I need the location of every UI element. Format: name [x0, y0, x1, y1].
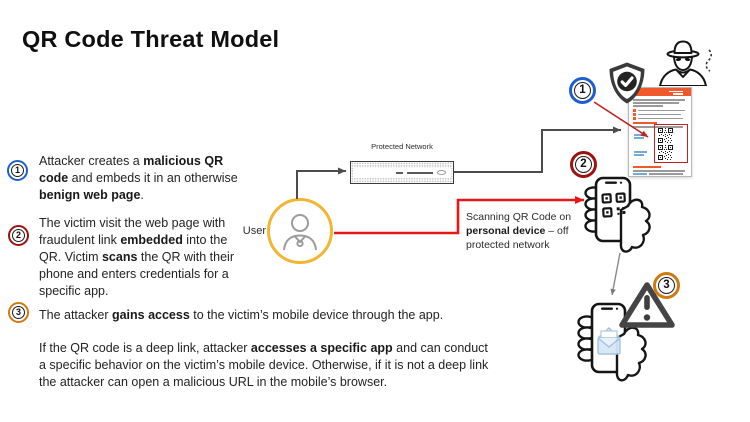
doc-bullet — [633, 109, 636, 112]
doc-link-line — [633, 173, 647, 175]
panel-slot — [407, 171, 433, 174]
step-2-text: The victim visit the web page with fraud… — [39, 216, 235, 298]
step-1-badge: 1 — [7, 160, 28, 181]
doc-link-line — [634, 134, 647, 136]
doc-text-line — [633, 102, 679, 104]
qr-code-icon — [658, 128, 673, 143]
page-title: QR Code Threat Model — [22, 26, 280, 52]
step-2-badge: 2 — [8, 225, 29, 246]
step-1-number: 1 — [11, 164, 24, 177]
arrow-user-to-network — [296, 167, 346, 199]
qr-phone-icon — [584, 176, 651, 253]
doc-text-line — [637, 109, 685, 111]
diagram-badge-1: 1 — [569, 77, 596, 104]
diagram-badge-3: 3 — [653, 272, 680, 299]
doc-text-line — [637, 113, 681, 115]
diagram-badge-3-number: 3 — [658, 277, 675, 294]
doc-header-text-line — [673, 93, 683, 95]
step-3-badge: 3 — [8, 302, 29, 323]
step-2-number: 2 — [12, 229, 25, 242]
closing-line: the attacker can open a malicious URL in… — [39, 375, 388, 389]
closing-paragraph: If the QR code is a deep link, attacker … — [39, 340, 569, 391]
doc-text-line — [637, 117, 683, 119]
firewall-front-panel — [353, 168, 451, 177]
warning-triangle-icon — [619, 282, 675, 328]
qr-code-icon — [601, 192, 626, 218]
doc-link-line — [634, 137, 644, 139]
hacker-icon — [659, 40, 713, 86]
scan-note: Scanning QR Code on personal device – of… — [466, 211, 572, 251]
user-icon — [283, 214, 317, 251]
step-3-number: 3 — [12, 306, 25, 319]
diagram-badge-2-number: 2 — [575, 156, 592, 173]
doc-link-line — [634, 154, 644, 156]
panel-port — [437, 170, 446, 175]
doc-link-line — [634, 151, 647, 153]
doc-text-line — [633, 99, 685, 101]
doc-section-heading — [633, 166, 661, 168]
doc-bullet — [633, 113, 636, 116]
user-avatar-circle — [267, 198, 333, 264]
doc-header-text-line — [669, 90, 683, 92]
diagram-badge-1-number: 1 — [574, 82, 591, 99]
protected-network-label: Protected Network — [371, 142, 433, 151]
doc-text-line — [633, 126, 683, 128]
qr-highlight-box — [654, 124, 688, 163]
firewall-appliance-icon — [350, 161, 454, 184]
doc-header-bar — [629, 88, 691, 96]
user-label: User — [242, 225, 266, 237]
doc-text-line — [649, 173, 683, 175]
panel-slot — [396, 171, 403, 174]
step-3-text: The attacker gains access to the victim’… — [39, 308, 444, 322]
doc-text-line — [633, 105, 663, 107]
mail-icon — [597, 327, 621, 355]
shield-check-icon — [609, 62, 645, 104]
closing-line: If the QR code is a deep link, attacker … — [39, 341, 488, 355]
diagram-badge-2: 2 — [570, 151, 597, 178]
doc-text-line — [633, 170, 685, 172]
closing-line: a specific behavior on the victim’s mobi… — [39, 358, 489, 372]
doc-bullet — [633, 117, 636, 120]
mail-phone-icon — [577, 302, 647, 382]
step-1-text: Attacker creates a malicious QR code and… — [39, 154, 238, 202]
